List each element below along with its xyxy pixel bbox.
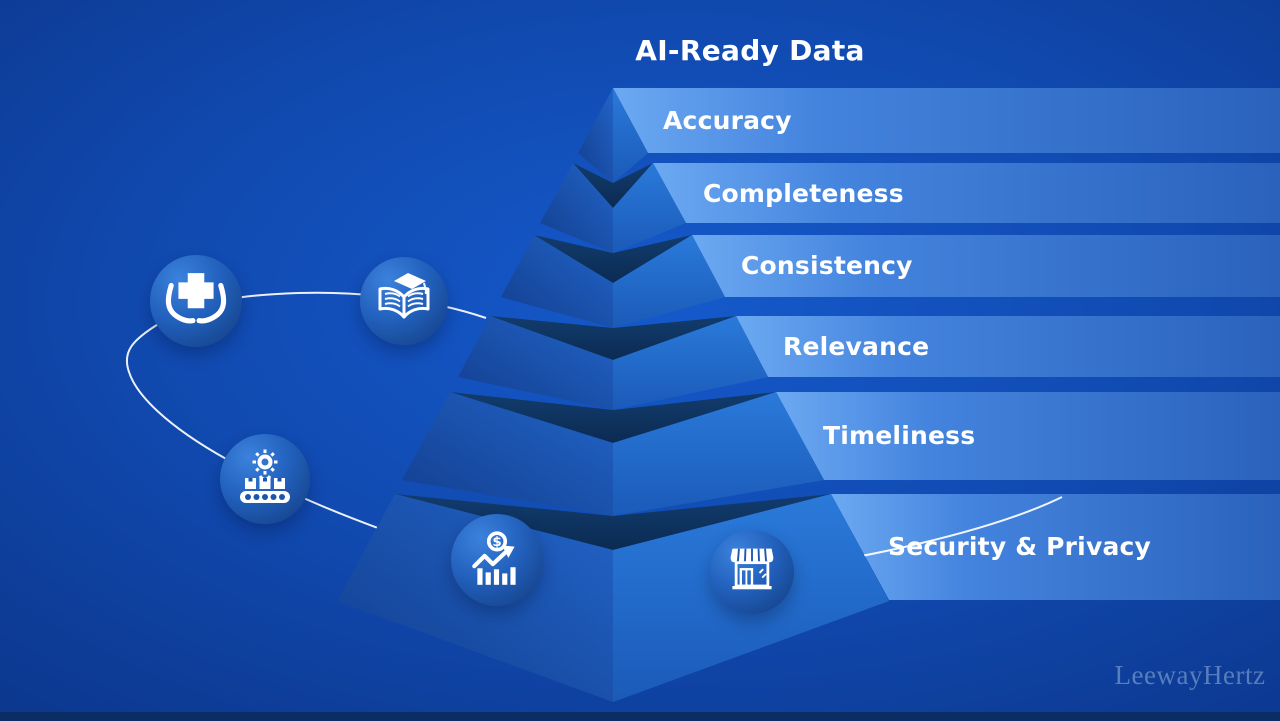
education-glyph <box>378 273 430 319</box>
retail-storefront-icon <box>710 530 794 614</box>
pyramid-rims <box>395 163 831 550</box>
band-consistency <box>692 235 1280 297</box>
brand-watermark: LeewayHertz <box>1114 660 1266 690</box>
rim-layer-4 <box>490 316 736 360</box>
rim-layer-5 <box>450 392 776 443</box>
finance-growth-chart-icon: $ <box>451 514 543 606</box>
retail-glyph <box>730 548 774 590</box>
layer-5-left-face <box>402 392 613 516</box>
pyramid <box>337 88 889 702</box>
manufacturing-conveyor-icon <box>220 434 310 524</box>
layer-label-security-privacy: Security & Privacy <box>888 532 1152 561</box>
layer-label-accuracy: Accuracy <box>663 106 792 135</box>
band-security-privacy <box>831 494 1280 600</box>
layer-label-completeness: Completeness <box>703 179 904 208</box>
layer-5-right-face <box>613 392 824 516</box>
rim-layer-6 <box>395 494 831 550</box>
layer-label-consistency: Consistency <box>741 251 913 280</box>
svg-text:$: $ <box>492 535 501 550</box>
education-book-graduation-icon <box>360 257 448 345</box>
layer-4-right-face <box>613 316 768 410</box>
layer-1-right-face <box>613 88 648 183</box>
rim-layer-2 <box>573 163 653 208</box>
page-title: AI-Ready Data <box>635 34 865 67</box>
footer-strip <box>0 712 1280 721</box>
manufacturing-glyph <box>240 449 290 503</box>
band-accuracy <box>613 88 1280 153</box>
finance-glyph: $ <box>472 531 516 585</box>
layer-2-left-face <box>540 163 613 253</box>
layer-label-timeliness: Timeliness <box>823 421 976 450</box>
healthcare-glyph <box>165 273 227 324</box>
layer-label-relevance: Relevance <box>783 332 930 361</box>
band-completeness <box>653 163 1280 223</box>
layer-1-left-face <box>578 88 613 183</box>
layer-2-right-face <box>613 163 686 253</box>
rim-layer-3 <box>534 235 692 283</box>
label-bands <box>613 88 1280 600</box>
band-timeliness <box>776 392 1280 480</box>
layer-3-left-face <box>501 235 613 328</box>
band-relevance <box>736 316 1280 377</box>
layer-3-right-face <box>613 235 725 328</box>
healthcare-hands-cross-icon <box>150 255 242 347</box>
layer-4-left-face <box>458 316 613 410</box>
